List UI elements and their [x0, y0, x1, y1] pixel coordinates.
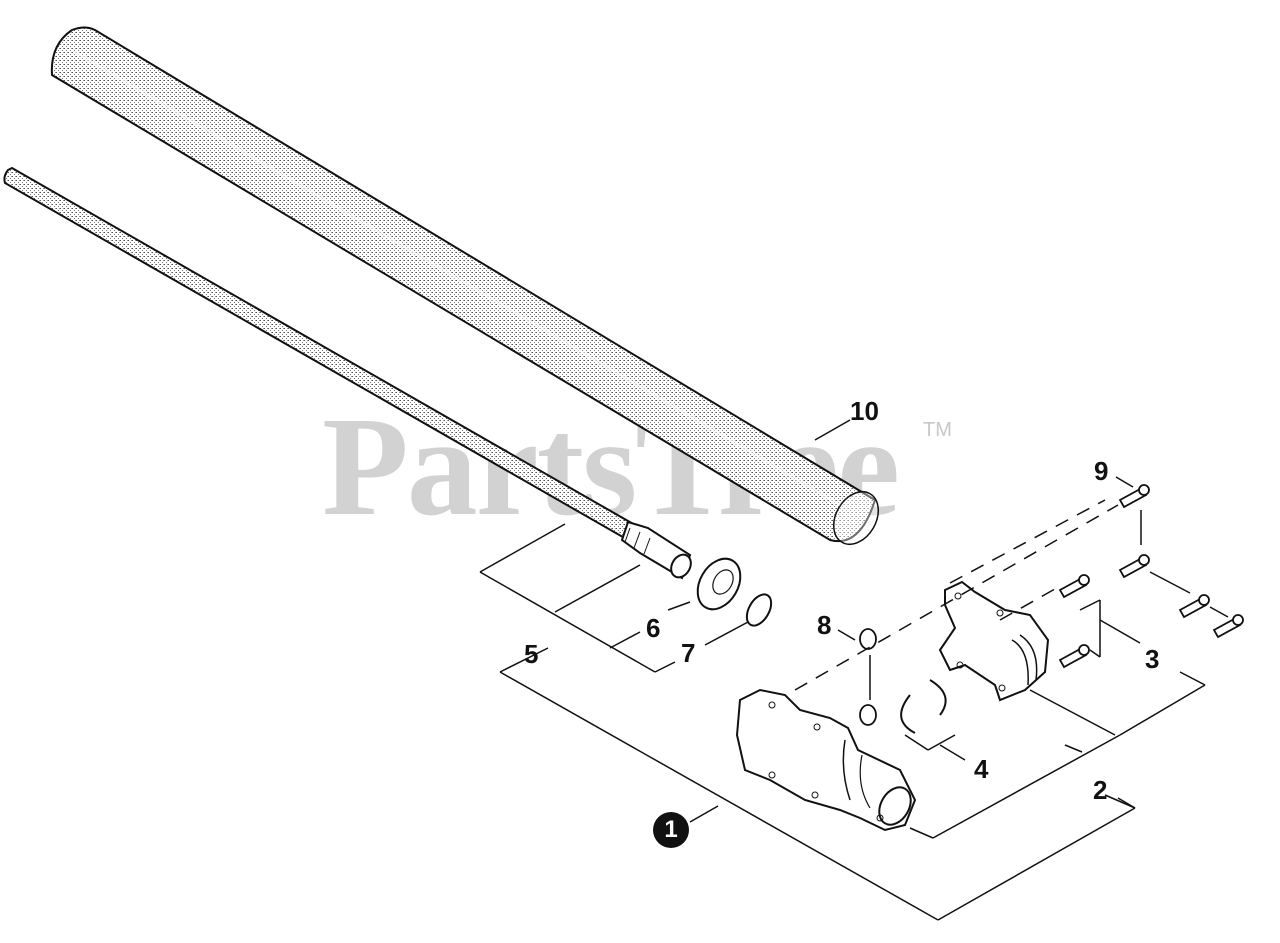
washer-part[interactable] — [859, 628, 877, 726]
callout-10[interactable]: 10 — [850, 396, 879, 426]
callout-8[interactable]: 8 — [817, 610, 832, 640]
outer-tube-part[interactable] — [50, 26, 887, 553]
callout-1[interactable]: 1 — [653, 812, 689, 848]
snap-ring-part[interactable] — [742, 590, 776, 629]
callout-3[interactable]: 3 — [1145, 644, 1160, 674]
callout-6[interactable]: 6 — [646, 613, 661, 643]
trademark-symbol: TM — [923, 419, 952, 441]
callout-7[interactable]: 7 — [681, 638, 696, 668]
clamp-half-part[interactable] — [938, 580, 1050, 702]
drive-shaft-part[interactable] — [3, 166, 694, 581]
gear-case-housing-part[interactable] — [735, 688, 917, 832]
callout-2[interactable]: 2 — [1093, 775, 1108, 805]
bearing-part[interactable] — [689, 551, 749, 617]
screw-parts[interactable] — [1058, 484, 1244, 669]
callout-9[interactable]: 9 — [1094, 456, 1109, 486]
assembly-dashed-lines — [794, 499, 1119, 691]
callout-5[interactable]: 5 — [524, 639, 539, 669]
callout-4[interactable]: 4 — [974, 754, 989, 784]
leader-lines — [479, 419, 1229, 921]
retaining-ring-part[interactable] — [900, 679, 947, 734]
